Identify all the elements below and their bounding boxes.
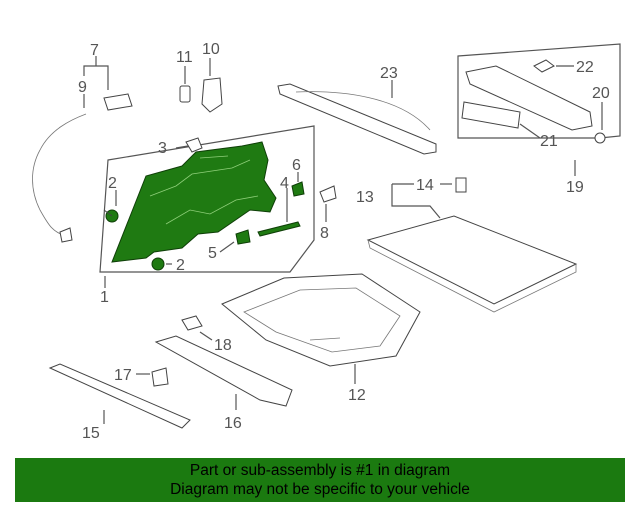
trunk-side-trim-group [99,125,315,273]
parts-diagram: 1 2 2 3 4 5 6 7 8 9 10 11 12 13 14 15 16… [32,41,621,442]
label-11: 11 [176,49,193,66]
label-15: 15 [82,425,100,442]
label-2-lower: 2 [176,257,185,274]
clip-5-part[interactable] [235,229,251,245]
cargo-cover-23[interactable] [277,83,437,155]
label-14: 14 [416,177,434,194]
part-number-labels: 1 2 2 3 4 5 6 7 8 9 10 11 12 13 14 15 16… [78,41,610,442]
part-22[interactable] [533,59,555,73]
panel-logo-mark [199,155,229,159]
part-14[interactable] [455,177,467,193]
part-19-sill[interactable] [465,65,593,131]
harness-9-wire[interactable] [32,113,87,237]
group-19-frame [457,43,621,139]
label-23: 23 [380,65,398,82]
trunk-tub-12[interactable] [221,273,421,367]
floor-board-13[interactable] [366,215,578,305]
label-10: 10 [202,41,220,58]
label-3: 3 [158,140,167,157]
part-18-group [181,315,213,341]
part-1-group-frame [99,125,315,273]
screw-2-lower[interactable] [151,257,165,271]
trunk-tub-group [221,273,421,384]
part-10[interactable] [201,77,223,113]
label-21: 21 [540,133,558,150]
part-8[interactable] [319,185,337,203]
label-1: 1 [100,289,109,306]
rear-trim-16[interactable] [154,335,293,407]
label-18: 18 [214,337,232,354]
label-5: 5 [208,245,217,262]
harness-9-plug [59,227,73,243]
clip-6-part[interactable] [291,181,305,197]
trunk-side-trim-panel[interactable] [111,141,277,263]
label-6: 6 [292,157,301,174]
label-17: 17 [114,367,132,384]
part-17[interactable] [151,367,169,387]
label-4: 4 [280,175,289,192]
connector-7[interactable] [103,93,133,111]
label-2-upper: 2 [108,175,117,192]
diagram-notice-banner: Part or sub-assembly is #1 in diagram Di… [15,458,625,502]
cargo-cover-group [277,80,437,155]
part-8-group [319,185,337,222]
parts-10-11 [179,58,223,113]
panel-contour-line-2 [165,195,259,225]
strip-4-part[interactable] [257,221,301,237]
part-21[interactable] [461,101,521,129]
leader-7 [83,56,109,90]
label-12: 12 [348,387,366,404]
label-22: 22 [576,59,594,76]
label-7: 7 [90,42,99,59]
part-16-group [154,335,293,410]
banner-line-1: Part or sub-assembly is #1 in diagram [189,462,451,479]
label-9: 9 [78,79,87,96]
harness-group [32,56,133,243]
part-20-clip[interactable] [594,132,606,144]
label-20: 20 [592,85,610,102]
leader-lines-group1 [104,145,299,288]
screw-2-upper-shaft [103,209,113,217]
label-13: 13 [356,189,374,206]
label-19: 19 [566,179,584,196]
label-16: 16 [224,415,242,432]
part-15-group [48,363,191,429]
clip-3-part[interactable] [185,137,203,153]
part-18[interactable] [181,315,203,331]
sill-plate-15[interactable] [48,363,191,429]
part-11[interactable] [179,85,191,103]
banner-line-2: Diagram may not be specific to your vehi… [170,481,470,498]
floor-board-group [366,177,578,313]
label-8: 8 [320,225,329,242]
panel-contour-line [149,159,251,197]
part-17-group [136,367,169,387]
box-19-group [457,43,621,176]
